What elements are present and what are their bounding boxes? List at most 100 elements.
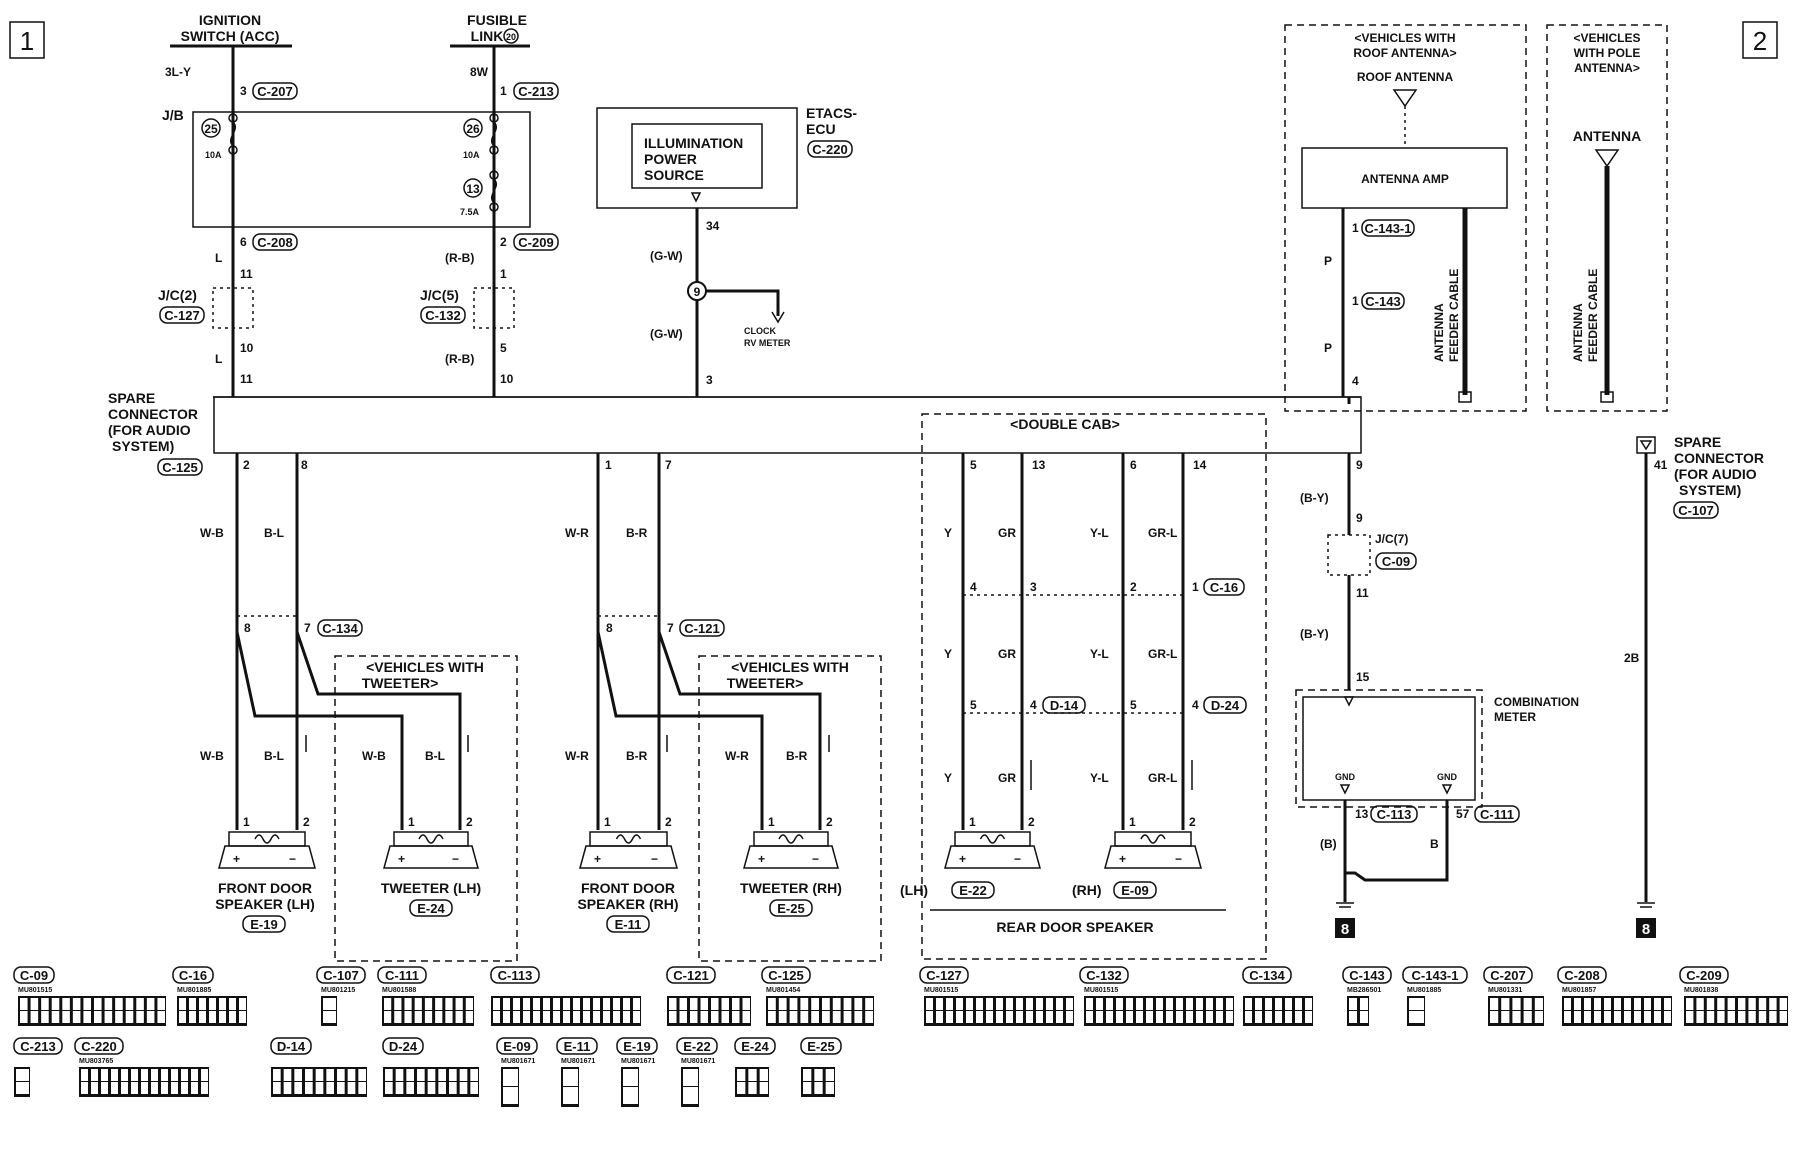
svg-text:8: 8 (301, 458, 308, 472)
svg-text:+: + (959, 852, 966, 866)
svg-text:D-14: D-14 (277, 1039, 306, 1054)
svg-text:CONNECTOR: CONNECTOR (108, 406, 198, 422)
connector-c-213: C-213 (13, 1037, 63, 1097)
connector-e-24: E-24 (734, 1037, 776, 1097)
svg-text:2: 2 (1028, 815, 1035, 829)
svg-text:E-22: E-22 (683, 1039, 710, 1054)
joint-connector-5: 1 J/C(5) C-132 5 (R-B) 10 (420, 267, 515, 386)
svg-text:RV METER: RV METER (744, 338, 791, 348)
svg-text:C-132: C-132 (1086, 968, 1121, 983)
svg-text:SYSTEM): SYSTEM) (1679, 482, 1741, 498)
svg-text:MU801215: MU801215 (321, 987, 355, 994)
svg-text:B: B (1430, 837, 1439, 851)
page-number-left: 1 (9, 21, 45, 59)
svg-text:D-14: D-14 (1050, 698, 1079, 713)
svg-text:<DOUBLE CAB>: <DOUBLE CAB> (1010, 416, 1120, 432)
svg-text:1: 1 (243, 815, 250, 829)
double-cab-box: <DOUBLE CAB> (921, 413, 1267, 960)
svg-text:GND: GND (1335, 772, 1356, 782)
svg-text:C-16: C-16 (1210, 580, 1238, 595)
svg-text:1: 1 (1352, 294, 1359, 308)
svg-text:C-208: C-208 (257, 235, 292, 250)
svg-text:2: 2 (826, 815, 833, 829)
svg-text:ANTENNA>: ANTENNA> (1574, 61, 1640, 75)
svg-text:ROOF ANTENNA: ROOF ANTENNA (1357, 70, 1454, 84)
svg-text:CLOCK: CLOCK (744, 326, 776, 336)
svg-text:15: 15 (1356, 670, 1370, 684)
svg-text:C-127: C-127 (926, 968, 961, 983)
svg-text:MU801331: MU801331 (1488, 987, 1522, 994)
svg-text:10: 10 (240, 341, 254, 355)
svg-text:<VEHICLES WITH: <VEHICLES WITH (1354, 31, 1455, 45)
svg-text:20: 20 (506, 32, 516, 42)
svg-text:MU801885: MU801885 (1407, 987, 1441, 994)
svg-text:TWEETER (RH): TWEETER (RH) (740, 880, 842, 896)
svg-text:B-R: B-R (626, 749, 648, 763)
svg-text:MU801885: MU801885 (177, 987, 211, 994)
svg-text:1: 1 (1129, 815, 1136, 829)
svg-text:GR: GR (998, 526, 1016, 540)
svg-text:E-22: E-22 (959, 883, 986, 898)
svg-text:SPARE: SPARE (1674, 434, 1721, 450)
svg-text:C-121: C-121 (673, 968, 708, 983)
svg-text:SPARE: SPARE (108, 390, 155, 406)
svg-text:8: 8 (606, 621, 613, 635)
svg-text:7: 7 (304, 621, 311, 635)
svg-text:(FOR AUDIO: (FOR AUDIO (108, 422, 191, 438)
svg-text:C-125: C-125 (162, 460, 197, 475)
front-lh-circuit: 2 8 W-B B-L 8 7 C-134 <VEHICLES WITH TWE… (200, 453, 518, 962)
svg-text:B-L: B-L (425, 749, 445, 763)
svg-text:Y-L: Y-L (1090, 647, 1109, 661)
svg-text:C-113: C-113 (1377, 807, 1412, 822)
svg-text:11: 11 (1356, 586, 1369, 600)
svg-text:26: 26 (466, 122, 480, 136)
svg-text:14: 14 (1193, 458, 1207, 472)
svg-text:−: − (1175, 852, 1182, 866)
svg-text:8: 8 (1341, 921, 1349, 938)
svg-text:+: + (233, 852, 240, 866)
svg-text:C-207: C-207 (257, 84, 292, 99)
svg-text:5: 5 (970, 698, 977, 712)
svg-text:C-213: C-213 (518, 84, 553, 99)
svg-text:GND: GND (1437, 772, 1458, 782)
conn-c207-tag: C-207 (252, 82, 298, 100)
svg-text:C-107: C-107 (323, 968, 358, 983)
svg-text:W-B: W-B (200, 749, 224, 763)
svg-text:B-R: B-R (786, 749, 808, 763)
svg-text:E-24: E-24 (741, 1039, 769, 1054)
svg-text:11: 11 (240, 372, 253, 386)
svg-text:+: + (758, 852, 765, 866)
svg-text:C-143-1: C-143-1 (1412, 968, 1459, 983)
svg-text:W-R: W-R (565, 526, 589, 540)
svg-text:C-134: C-134 (1249, 968, 1285, 983)
svg-text:7: 7 (665, 458, 672, 472)
connector-legend: C-09MU801515C-16MU801885C-107MU801215C-1… (13, 966, 1788, 1107)
svg-text:1: 1 (604, 815, 611, 829)
svg-text:D-24: D-24 (389, 1039, 418, 1054)
svg-text:E-24: E-24 (417, 901, 445, 916)
svg-text:L: L (215, 352, 222, 366)
svg-text:FRONT DOOR: FRONT DOOR (581, 880, 675, 896)
svg-text:1: 1 (20, 26, 34, 56)
svg-text:SPEAKER (RH): SPEAKER (RH) (577, 896, 678, 912)
svg-text:10A: 10A (205, 150, 222, 160)
svg-text:C-09: C-09 (1382, 554, 1410, 569)
svg-text:C-143-1: C-143-1 (1365, 221, 1412, 236)
svg-text:(G-W): (G-W) (650, 249, 683, 263)
svg-text:SOURCE: SOURCE (644, 167, 704, 183)
svg-text:1: 1 (408, 815, 415, 829)
connector-c-134: C-134 (1242, 966, 1313, 1026)
svg-text:(FOR AUDIO: (FOR AUDIO (1674, 466, 1757, 482)
svg-text:3: 3 (240, 84, 247, 98)
svg-text:4: 4 (970, 580, 977, 594)
roof-antenna-box: <VEHICLES WITH ROOF ANTENNA> ROOF ANTENN… (1284, 24, 1527, 412)
